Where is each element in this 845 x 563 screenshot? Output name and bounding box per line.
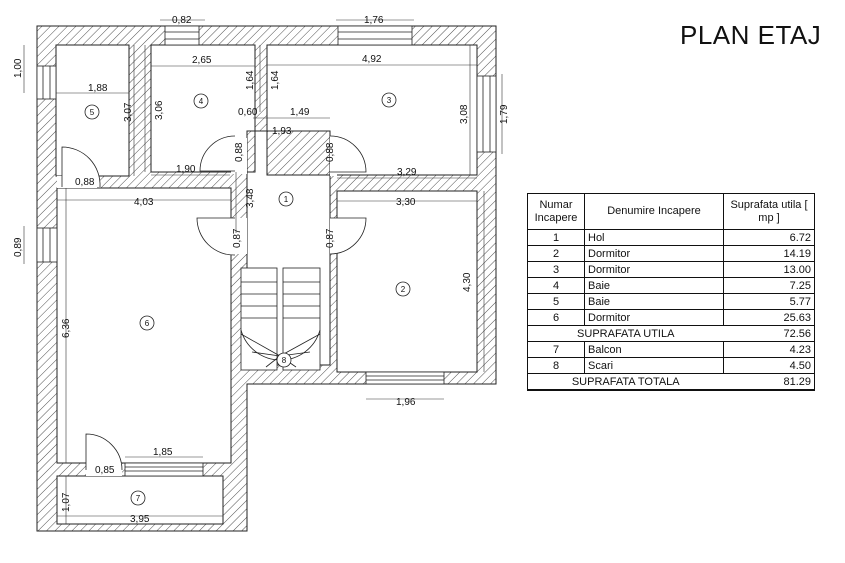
dim-label: 3,06 — [154, 100, 165, 120]
dim-label: 2,65 — [192, 55, 212, 66]
room-number-4: 4 — [199, 97, 204, 106]
room-area: 14.19 — [723, 245, 815, 262]
dim-label: 0,88 — [234, 142, 245, 162]
dim-label: 3,30 — [396, 197, 416, 208]
dim-label: 1,93 — [272, 126, 292, 137]
dim-label: 3,07 — [123, 102, 134, 122]
room-area: 4.23 — [723, 341, 815, 358]
room-nr: 4 — [527, 277, 585, 294]
dim-label: 1,64 — [270, 70, 281, 90]
room-nr: 8 — [527, 357, 585, 374]
table-row: 2 Dormitor 14.19 — [527, 245, 815, 262]
subtotal-label: SUPRAFATA UTILA — [527, 325, 724, 342]
dim-label: 3,08 — [459, 104, 470, 124]
walls — [36, 25, 497, 532]
dim-label: 0,85 — [95, 465, 115, 476]
room-nr: 2 — [527, 245, 585, 262]
room-name: Dormitor — [584, 309, 724, 326]
dim-label: 3,29 — [397, 167, 417, 178]
dim-label: 6,36 — [61, 318, 72, 338]
room-name: Balcon — [584, 341, 724, 358]
table-row: 7 Balcon 4.23 — [527, 341, 815, 358]
dim-label: 1,64 — [245, 70, 256, 90]
room-area: 5.77 — [723, 293, 815, 310]
room-name: Scari — [584, 357, 724, 374]
subtotal-value: 72.56 — [723, 325, 815, 342]
dim-label: 0,60 — [238, 107, 258, 118]
total-value: 81.29 — [723, 373, 815, 391]
room-name: Baie — [584, 293, 724, 310]
dim-label: 0,88 — [75, 177, 95, 188]
dim-label: 1,07 — [61, 492, 72, 512]
room-number-7: 7 — [136, 494, 141, 503]
room-number-8: 8 — [282, 356, 287, 365]
room-nr: 7 — [527, 341, 585, 358]
room-name: Dormitor — [584, 245, 724, 262]
dimension-labels: 0,82 1,76 1,88 2,65 4,92 0,60 1,49 1,93 … — [13, 15, 510, 525]
windows — [36, 25, 497, 477]
room-number-5: 5 — [90, 108, 95, 117]
dim-label: 1,49 — [290, 107, 310, 118]
table-row: 6 Dormitor 25.63 — [527, 309, 815, 326]
dim-label: 3,48 — [245, 188, 256, 208]
table-row: 3 Dormitor 13.00 — [527, 261, 815, 278]
room-name: Baie — [584, 277, 724, 294]
dim-label: 4,30 — [462, 272, 473, 292]
room-area: 25.63 — [723, 309, 815, 326]
dim-label: 1,76 — [364, 15, 384, 26]
plan-title: PLAN ETAJ — [680, 20, 822, 50]
table-row: 1 Hol 6.72 — [527, 229, 815, 246]
room-nr: 1 — [527, 229, 585, 246]
dim-label: 1,96 — [396, 397, 416, 408]
col-header-area: Suprafata utila [ mp ] — [723, 193, 815, 230]
col-header-number: Numar Incapere — [527, 193, 585, 230]
room-nr: 6 — [527, 309, 585, 326]
dim-label: 0,89 — [13, 237, 24, 257]
stairs — [240, 267, 321, 371]
dim-label: 1,85 — [153, 447, 173, 458]
room-nr: 3 — [527, 261, 585, 278]
subtotal-row: SUPRAFATA UTILA 72.56 — [527, 325, 815, 342]
table-row: 5 Baie 5.77 — [527, 293, 815, 310]
room-name: Hol — [584, 229, 724, 246]
dim-label: 0,82 — [172, 15, 192, 26]
table-row: 4 Baie 7.25 — [527, 277, 815, 294]
dim-label: 1,79 — [499, 104, 510, 124]
dim-label: 0,88 — [325, 142, 336, 162]
dim-label: 4,92 — [362, 54, 382, 65]
total-label: SUPRAFATA TOTALA — [527, 373, 724, 391]
room-area: 4.50 — [723, 357, 815, 374]
room-number-6: 6 — [145, 319, 150, 328]
total-row: SUPRAFATA TOTALA 81.29 — [527, 373, 815, 391]
room-numbers: 1 2 3 4 5 6 7 8 — [90, 96, 406, 503]
table-row: 8 Scari 4.50 — [527, 357, 815, 374]
room-nr: 5 — [527, 293, 585, 310]
room-area: 13.00 — [723, 261, 815, 278]
room-area: 7.25 — [723, 277, 815, 294]
dim-label: 0,87 — [232, 228, 243, 248]
dim-label: 4,03 — [134, 197, 154, 208]
room-area: 6.72 — [723, 229, 815, 246]
dimension-lines — [23, 19, 503, 524]
room-number-2: 2 — [401, 285, 406, 294]
dim-label: 1,00 — [13, 58, 24, 78]
room-number-3: 3 — [387, 96, 392, 105]
col-header-name: Denumire Incapere — [584, 193, 724, 230]
doors — [57, 135, 367, 476]
area-table: Numar Incapere Denumire Incapere Suprafa… — [527, 193, 815, 391]
room-number-1: 1 — [284, 195, 289, 204]
room-name: Dormitor — [584, 261, 724, 278]
dim-label: 1,88 — [88, 83, 108, 94]
dim-label: 0,87 — [325, 228, 336, 248]
room-markers — [84, 92, 411, 506]
table-header-row: Numar Incapere Denumire Incapere Suprafa… — [527, 193, 815, 230]
dim-label: 3,95 — [130, 514, 150, 525]
dim-label: 1,90 — [176, 164, 196, 175]
